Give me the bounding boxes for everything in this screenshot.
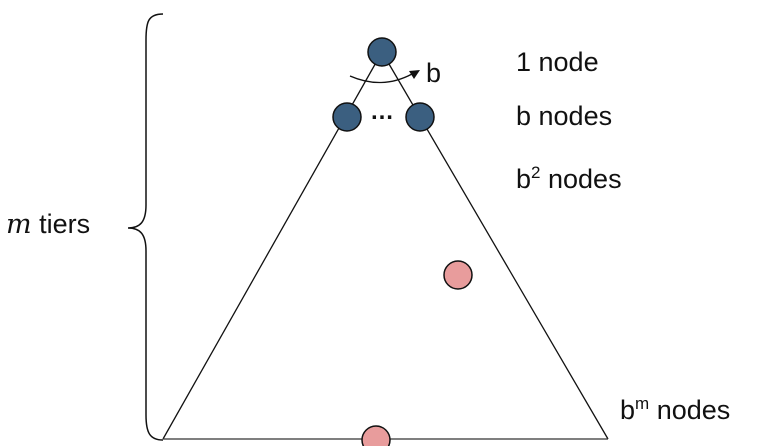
tiers-variable: m <box>6 209 32 240</box>
level-m-suffix: nodes <box>649 395 731 425</box>
branching-factor-label: b <box>426 58 442 88</box>
arrowhead-icon <box>409 70 420 79</box>
highlight-node-middle <box>443 260 473 290</box>
level-2-suffix: nodes <box>540 164 622 194</box>
level-m-exponent: m <box>635 394 650 413</box>
highlight-node-bottom <box>361 425 391 446</box>
level-m-base: b <box>620 395 636 425</box>
level-2-label: b2 nodes <box>516 163 622 194</box>
level-0-label: 1 node <box>516 47 599 77</box>
tiers-label: m tiers <box>6 209 91 240</box>
level-m-label: bm nodes <box>620 394 731 425</box>
root-node <box>367 37 397 67</box>
sibling-ellipsis: … <box>370 98 394 125</box>
branching-arrow <box>349 73 413 84</box>
level-2-exponent: 2 <box>531 163 541 182</box>
tiers-text: tiers <box>31 209 91 239</box>
child-node-right <box>405 102 435 132</box>
level-1-label: b nodes <box>516 101 613 131</box>
tiers-brace <box>127 13 164 441</box>
level-2-base: b <box>516 164 532 194</box>
child-node-left <box>332 102 362 132</box>
